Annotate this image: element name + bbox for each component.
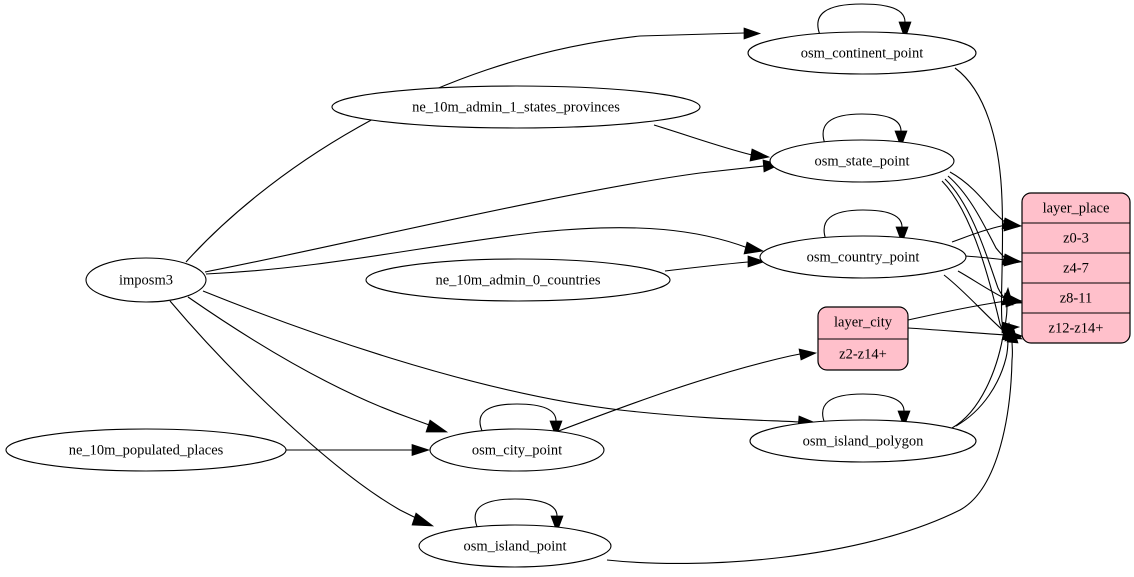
edge-osm_island_point-to-layer_place-z12[interactable]: [606, 324, 1019, 564]
edge-imposm3-to-osm_island_point[interactable]: [169, 300, 435, 527]
record-node-layer_place[interactable]: layer_place z0-3 z4-7 z8-11 z12-z14+: [1021, 192, 1131, 344]
edge-imposm3-to-osm_continent_point[interactable]: [185, 27, 762, 263]
node-ne_10m_admin_1_states_provinces[interactable]: ne_10m_admin_1_states_provinces: [331, 85, 701, 129]
self-loop-osm_continent_point[interactable]: [817, 3, 912, 41]
edge-osm_state_point-to-layer_place-z0-3[interactable]: [949, 171, 1023, 230]
edge-layer: [169, 3, 1024, 564]
edge-osm_city_point-to-layer_city-z2[interactable]: [555, 348, 818, 433]
edge-imposm3-to-osm_island_polygon[interactable]: [202, 290, 818, 429]
edge-imposm3-to-osm_country_point[interactable]: [205, 227, 765, 275]
edge-osm_island_polygon-to-layer_place-z8-11[interactable]: [951, 286, 1014, 429]
record-node-layer: layer_place z0-3 z4-7 z8-11 z12-z14+ lay…: [817, 192, 1131, 371]
self-loop-osm_city_point[interactable]: [479, 403, 563, 438]
self-loop-osm_state_point[interactable]: [822, 113, 908, 148]
self-loop-osm_island_point[interactable]: [474, 498, 564, 533]
node-osm_island_point[interactable]: osm_island_point: [418, 524, 612, 568]
node-osm_state_point[interactable]: osm_state_point: [769, 139, 955, 183]
edge-osm_island_polygon-to-layer_place-z12[interactable]: [955, 321, 1015, 427]
edge-ne_10m_admin_1_states_provinces-to-osm_state_point[interactable]: [653, 124, 771, 162]
node-osm_continent_point[interactable]: osm_continent_point: [747, 31, 977, 75]
self-loop-osm_country_point[interactable]: [823, 209, 909, 244]
edge-osm_country_point-to-layer_place-z4-7[interactable]: [964, 254, 1023, 267]
edge-ne_10m_populated_places-to-osm_city_point[interactable]: [286, 444, 431, 456]
node-osm_country_point[interactable]: osm_country_point: [759, 235, 967, 279]
record-node-layer_city[interactable]: layer_city z2-z14+: [817, 306, 909, 371]
node-imposm3[interactable]: imposm3: [85, 257, 207, 303]
self-loop-osm_island_polygon[interactable]: [822, 393, 911, 428]
node-ne_10m_admin_0_countries[interactable]: ne_10m_admin_0_countries: [365, 258, 671, 302]
edge-imposm3-to-osm_state_point[interactable]: [204, 159, 782, 273]
edge-ne_10m_admin_0_countries-to-osm_country_point[interactable]: [664, 255, 767, 272]
node-osm_city_point[interactable]: osm_city_point: [429, 428, 605, 472]
node-layer: imposm3 ne_10m_admin_1_states_provinces …: [5, 31, 977, 568]
node-ne_10m_populated_places[interactable]: ne_10m_populated_places: [5, 428, 287, 472]
node-osm_island_polygon[interactable]: osm_island_polygon: [749, 419, 977, 463]
edge-imposm3-to-osm_city_point[interactable]: [187, 296, 449, 433]
edge-osm_country_point-to-layer_place-z0-3[interactable]: [951, 219, 1023, 243]
